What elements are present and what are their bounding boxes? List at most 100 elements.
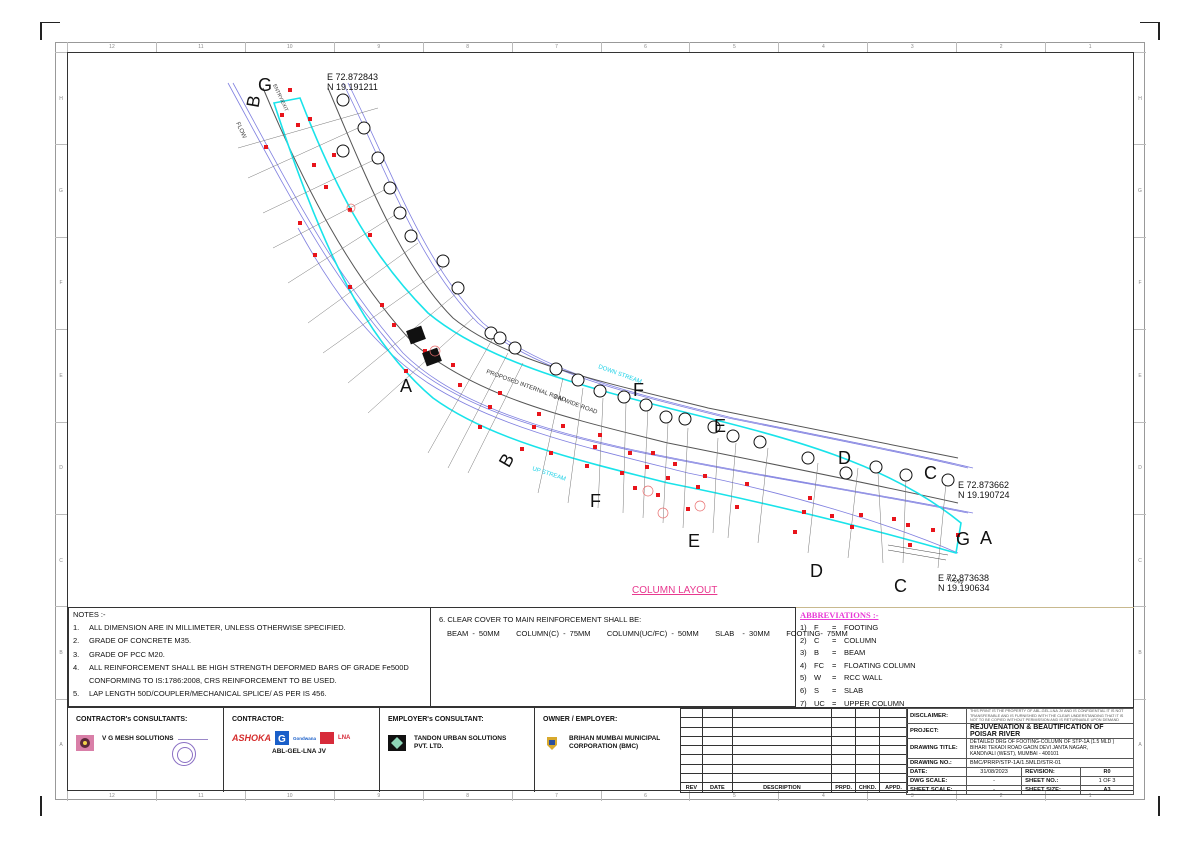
official-stamp bbox=[172, 742, 196, 766]
employer-consultant-section: EMPLOYER's CONSULTANT: TANDON URBAN SOLU… bbox=[380, 708, 535, 792]
note-number: 2. bbox=[73, 636, 80, 646]
revision-row bbox=[680, 745, 908, 756]
note-text: ALL REINFORCEMENT SHALL BE HIGH STRENGTH… bbox=[89, 662, 409, 672]
note-text: GRADE OF PCC M20. bbox=[89, 649, 165, 659]
note-number: 3. bbox=[73, 649, 80, 659]
equals-sign: = bbox=[832, 698, 837, 708]
note-number: 5. bbox=[73, 689, 80, 699]
zone-label: 4 bbox=[778, 791, 867, 801]
section-marker-c: C bbox=[924, 463, 937, 483]
project-name: REJUVENATION & BEAUTIFICATION OF POISAR … bbox=[965, 722, 1135, 739]
note-item: 3. GRADE OF PCC M20. bbox=[73, 650, 426, 659]
abbreviation-item: 1)F=FOOTING bbox=[800, 623, 1130, 632]
equals-sign: = bbox=[832, 623, 837, 632]
zone-label: E bbox=[55, 329, 67, 421]
gondwana-logo-icon: G bbox=[275, 731, 290, 745]
name-line: CORPORATION (BMC) bbox=[569, 743, 639, 750]
zone-label: 2 bbox=[956, 791, 1045, 801]
abbr-value: BEAM bbox=[844, 648, 866, 658]
abbreviation-item: 5)W=RCC WALL bbox=[800, 673, 1130, 682]
zone-label: E bbox=[1134, 329, 1146, 421]
header-prepared: PRPD. bbox=[831, 782, 857, 793]
easting: E 72.873662 bbox=[958, 480, 1010, 490]
zone-label: D bbox=[55, 421, 67, 514]
northing: N 19.191211 bbox=[327, 82, 378, 92]
easting: E 72.872843 bbox=[327, 72, 379, 82]
zone-label: A bbox=[1134, 698, 1146, 791]
zone-label: 8 bbox=[422, 42, 512, 52]
employer-consultant-name: TANDON URBAN SOLUTIONS PVT. LTD. bbox=[414, 735, 506, 751]
crop-mark bbox=[1158, 796, 1160, 816]
abbreviation-item: 4)FC=FLOATING COLUMN bbox=[800, 661, 1130, 670]
zone-ruler-right: H G F E D C B A bbox=[1134, 52, 1146, 791]
revision-row bbox=[680, 726, 908, 737]
zone-label: C bbox=[1134, 513, 1146, 606]
section-marker-c: C bbox=[894, 576, 907, 596]
drawing-title-line: KANDIVALI (WEST), MUMBAI - 400101 bbox=[969, 751, 1059, 757]
abbr-key: C bbox=[814, 635, 820, 645]
drawing-no-label: DRAWING NO.: bbox=[906, 757, 967, 768]
abbr-number: 4) bbox=[800, 660, 807, 670]
dwg-scale-row: DWG SCALE: - SHEET NO.: 1 OF 3 bbox=[906, 775, 1134, 786]
abbr-number: 7) bbox=[800, 698, 807, 708]
zone-label: 8 bbox=[422, 791, 512, 801]
section-marker-g: G bbox=[956, 529, 971, 549]
sheet-size-value: A3 bbox=[1080, 784, 1134, 795]
svg-text:ENTRY/EXIT: ENTRY/EXIT bbox=[271, 83, 289, 112]
contractor-logos: ASHOKA G Gondwana LNA bbox=[232, 731, 371, 745]
abbr-number: 5) bbox=[800, 673, 807, 683]
section-marker-g: G bbox=[258, 75, 273, 95]
ashoka-logo-icon: ASHOKA bbox=[232, 733, 272, 743]
drawing-title: COLUMN LAYOUT bbox=[632, 585, 718, 596]
zone-label: 11 bbox=[155, 42, 245, 52]
sheet-size-label: SHEET SIZE: bbox=[1021, 784, 1082, 795]
dwg-scale-label: DWG SCALE: bbox=[906, 775, 967, 786]
employer-consultant-row: TANDON URBAN SOLUTIONS PVT. LTD. bbox=[388, 735, 526, 751]
zone-ruler-top: 12 11 10 9 8 7 6 5 4 3 2 1 bbox=[67, 42, 1134, 52]
northing: N 19.190724 bbox=[958, 490, 1010, 500]
zone-label: 4 bbox=[778, 42, 867, 52]
zone-label: 12 bbox=[67, 791, 156, 801]
coordinate-label: E 72.873662 N 19.190724 bbox=[958, 480, 1010, 500]
revision-label: REVISION: bbox=[1021, 766, 1082, 777]
sheet-scale-value: - bbox=[965, 784, 1023, 795]
section-marker-a: A bbox=[400, 376, 413, 396]
vg-mesh-logo-icon bbox=[76, 735, 94, 751]
note-text: ALL DIMENSION ARE IN MILLIMETER, UNLESS … bbox=[89, 623, 346, 632]
zone-label: F bbox=[1134, 236, 1146, 329]
abbr-key: FC bbox=[814, 660, 824, 670]
zone-label: G bbox=[55, 144, 67, 236]
sheet-scale-row: SHEET SCALE: - SHEET SIZE: A3 bbox=[906, 784, 1134, 795]
zone-label: H bbox=[55, 52, 67, 144]
disclaimer-label: DISCLAIMER: bbox=[906, 708, 967, 724]
owner-name: BRIHAN MUMBAI MUNICIPAL CORPORATION (BMC… bbox=[569, 735, 660, 751]
consultant-name: V G MESH SOLUTIONS bbox=[102, 735, 174, 742]
contractor-section: CONTRACTOR: ASHOKA G Gondwana LNA ABL-GE… bbox=[224, 708, 380, 792]
drawing-no-value: BMC/PRRP/STP-1A/1.5MLD/STR-01 bbox=[965, 757, 1135, 768]
northing: N 19.190634 bbox=[938, 583, 990, 593]
svg-text:G: G bbox=[278, 734, 286, 745]
revision-row bbox=[680, 763, 908, 775]
drawing-title-line: DETAILED DRG OF FOOTING-COLUMN OF STP-1A… bbox=[969, 739, 1115, 745]
zone-label: 10 bbox=[244, 42, 334, 52]
consultant-row: V G MESH SOLUTIONS bbox=[76, 735, 215, 751]
sheet-inner-border bbox=[67, 52, 1134, 791]
section-heading: OWNER / EMPLOYER: bbox=[543, 716, 618, 723]
abbr-value: UPPER COLUMN bbox=[844, 698, 905, 708]
easting: E 72.873638 bbox=[938, 573, 990, 583]
zone-label: 5 bbox=[689, 42, 778, 52]
name-line: TANDON URBAN SOLUTIONS bbox=[414, 735, 507, 742]
plan-drawing: FLOW ENTRY/EXIT PROPOSED INTERNAL ROAD 3… bbox=[227, 82, 974, 587]
zone-label: H bbox=[1134, 52, 1146, 144]
drawing-info-table: DISCLAIMER: THIS PRINT IS THE PROPERTY O… bbox=[906, 708, 1135, 795]
abbr-key: B bbox=[814, 648, 820, 658]
notes-title: NOTES :- bbox=[73, 610, 106, 619]
notes-panel: NOTES :- 1.ALL DIMENSION ARE IN MILLIMET… bbox=[68, 607, 431, 707]
zone-label: 1 bbox=[1045, 42, 1134, 52]
section-marker-a: A bbox=[980, 528, 993, 548]
revision-table: REV DATE DESCRIPTION PRPD. CHKD. APPD. bbox=[680, 707, 908, 793]
crop-mark bbox=[40, 796, 42, 816]
sheet-no-value: 1 OF 3 bbox=[1080, 775, 1134, 786]
crop-mark bbox=[1140, 22, 1158, 23]
note-number: 4. bbox=[73, 662, 80, 672]
